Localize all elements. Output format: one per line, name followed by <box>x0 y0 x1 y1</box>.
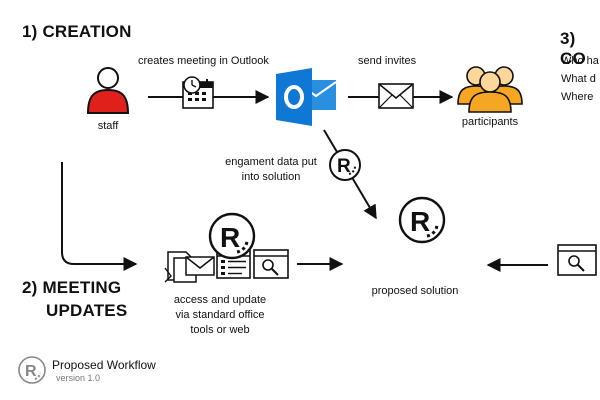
arrow-creation-to-updates <box>61 162 138 271</box>
access-label-2: via standard office <box>175 309 265 321</box>
footer-title: Proposed Workflow <box>52 358 156 372</box>
node-label-proposed-solution: proposed solution <box>371 285 459 297</box>
section-heading-consumption: 3) CO <box>560 29 586 68</box>
svg-text:R: R <box>220 222 240 253</box>
edge-label-engagement-2: into solution <box>241 171 301 183</box>
access-label-3: tools or web <box>190 324 250 336</box>
r-logo-icon: R <box>398 196 446 244</box>
section-heading-updates-line2: UPDATES <box>46 301 128 320</box>
access-label-1: access and update <box>173 294 267 306</box>
group-icon <box>457 66 523 113</box>
outlook-icon <box>276 68 337 126</box>
document-bundle-icon <box>164 251 215 283</box>
edge-label-creates-meeting: creates meeting in Outlook <box>138 55 269 67</box>
web-search-icon <box>253 249 289 279</box>
node-label-staff: staff <box>97 120 119 132</box>
svg-text:R: R <box>25 363 37 380</box>
svg-text:R: R <box>410 206 430 237</box>
question-line: What d <box>561 73 596 85</box>
section-heading-updates-line1: 2) MEETING <box>22 278 122 297</box>
r-logo-icon: R <box>208 212 256 260</box>
envelope-icon <box>378 83 414 109</box>
web-search-icon <box>557 244 597 276</box>
person-icon <box>86 67 130 114</box>
edge-label-engagement-1: engament data put <box>225 156 317 168</box>
question-line: Where <box>561 91 594 103</box>
r-logo-icon: R <box>18 356 46 384</box>
svg-text:R: R <box>337 156 351 177</box>
footer-version: version 1.0 <box>56 373 101 383</box>
node-label-participants: participants <box>461 116 519 128</box>
question-line: Who ha <box>561 55 599 67</box>
r-logo-icon: R <box>329 149 361 181</box>
section-heading-creation: 1) CREATION <box>22 22 132 41</box>
calendar-icon <box>182 76 214 109</box>
edge-label-send-invites: send invites <box>358 55 417 67</box>
